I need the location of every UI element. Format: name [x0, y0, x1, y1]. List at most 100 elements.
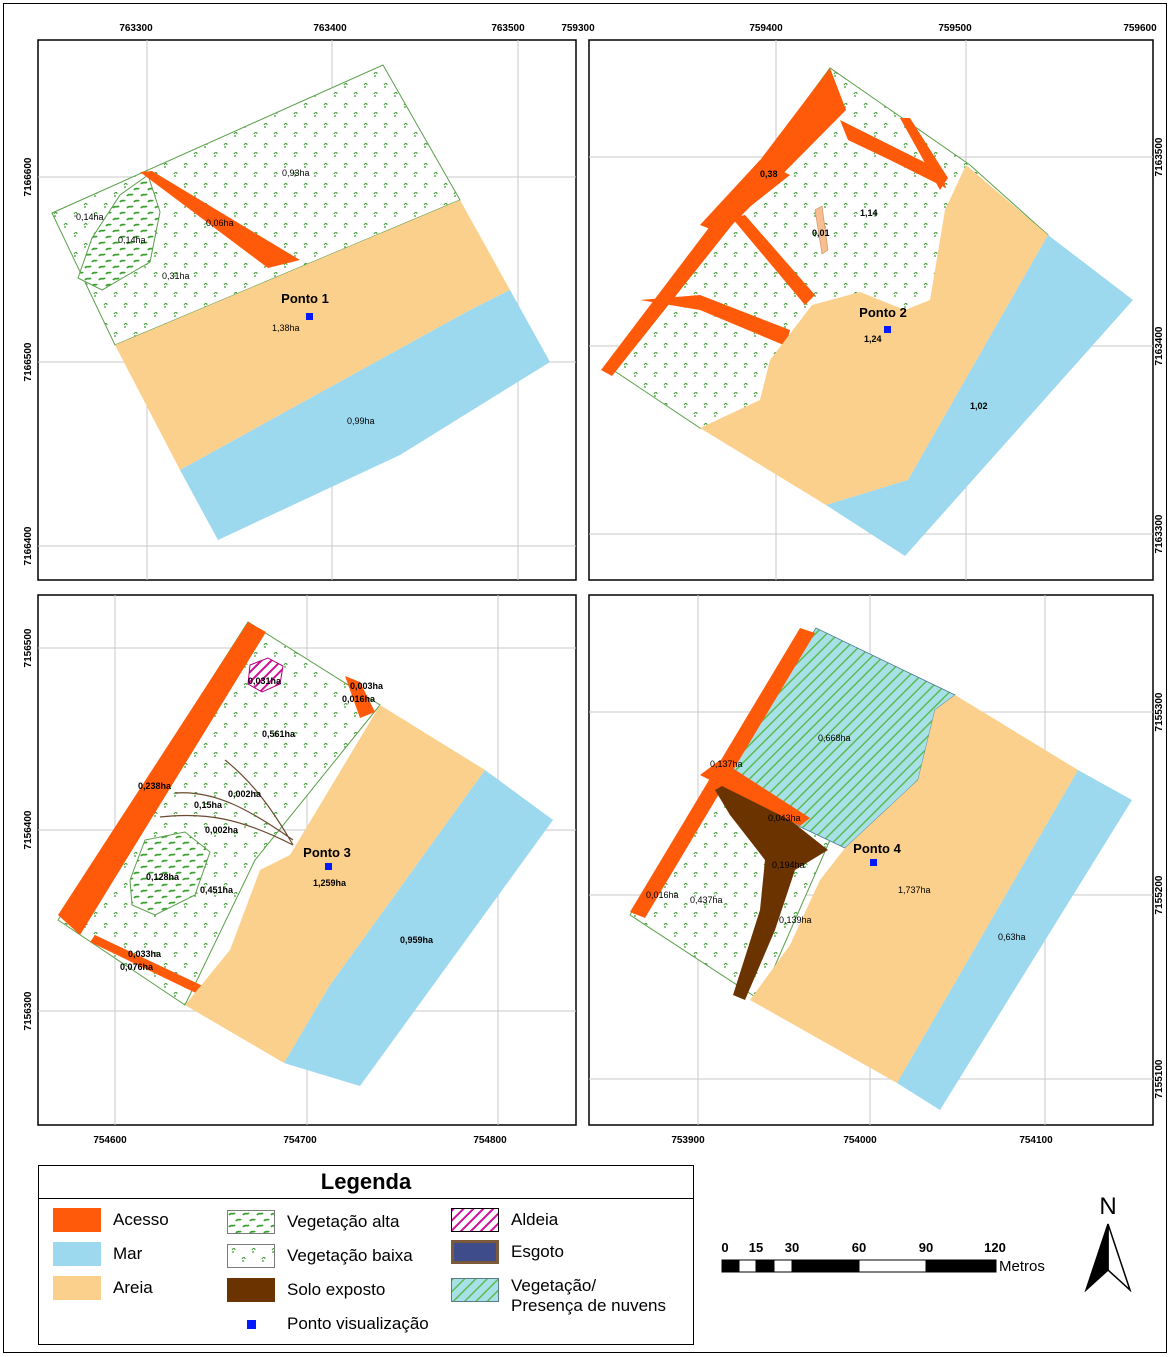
- svg-text:0,959ha: 0,959ha: [400, 935, 434, 945]
- drainage-lines: [159, 759, 294, 846]
- viewpoint-marker: [870, 859, 877, 866]
- legend-label: Acesso: [113, 1210, 169, 1229]
- panel-ponto-3: Ponto 3 0,031ha 0,003ha 0,016ha 0,561ha …: [23, 594, 577, 1146]
- viewpoint-marker: [306, 313, 313, 320]
- scale-segments: [721, 1259, 997, 1273]
- access-road: [90, 935, 205, 995]
- legend-item-acesso: Acesso: [53, 1208, 169, 1232]
- svg-text:0,016ha: 0,016ha: [342, 694, 376, 704]
- svg-text:0,561ha: 0,561ha: [262, 729, 296, 739]
- sand-area: [750, 695, 1078, 1083]
- point-label: Ponto 1: [281, 291, 329, 306]
- svg-text:0,99ha: 0,99ha: [347, 416, 375, 426]
- panel-ponto-1: Ponto 1 0,93ha 0,14ha 0,14ha 0,06ha 0,31…: [23, 23, 577, 581]
- svg-text:0,01: 0,01: [812, 228, 830, 238]
- legend-label-line-1: Vegetação/: [511, 1276, 597, 1295]
- sea-area: [826, 235, 1133, 556]
- svg-text:0,14ha: 0,14ha: [76, 212, 104, 222]
- svg-text:0,033ha: 0,033ha: [128, 949, 162, 959]
- svg-text:0,63ha: 0,63ha: [998, 932, 1026, 942]
- svg-text:759600: 759600: [1123, 23, 1157, 34]
- svg-text:7163400: 7163400: [1154, 326, 1165, 365]
- svg-text:759400: 759400: [749, 23, 783, 34]
- svg-text:0,06ha: 0,06ha: [206, 218, 234, 228]
- svg-text:0,668ha: 0,668ha: [818, 733, 851, 743]
- cloud-vegetation-swatch: [451, 1278, 499, 1302]
- access-road: [700, 760, 810, 826]
- legend: Legenda Acesso Mar Areia Vegetação alta …: [38, 1165, 694, 1345]
- y-tick-labels: 7156500 7156400 7156300: [23, 628, 34, 1030]
- svg-text:0,31ha: 0,31ha: [162, 271, 190, 281]
- access-road: [345, 676, 375, 718]
- svg-text:0,15ha: 0,15ha: [194, 800, 223, 810]
- scale-bar: 0 15 30 60 90 120 Metros: [721, 1240, 1045, 1275]
- sand-area: [115, 200, 510, 470]
- exposed-soil-area: [715, 786, 828, 1000]
- area-labels: 0,031ha 0,003ha 0,016ha 0,561ha 0,238ha …: [120, 676, 434, 972]
- sand-patch: [814, 205, 829, 255]
- svg-text:0,238ha: 0,238ha: [138, 781, 172, 791]
- legend-swatch: [53, 1276, 101, 1300]
- legend-swatch: [227, 1278, 275, 1302]
- x-tick-labels: 753900 754000 754100: [671, 1135, 1053, 1146]
- access-road: [700, 160, 790, 232]
- legend-label: Aldeia: [511, 1210, 559, 1229]
- legend-item-ponto-visualizacao: Ponto visualização: [227, 1312, 429, 1336]
- legend-item-solo-exposto: Solo exposto: [227, 1278, 385, 1302]
- access-road: [140, 171, 300, 268]
- svg-text:7163300: 7163300: [1154, 514, 1165, 553]
- svg-text:1,737ha: 1,737ha: [898, 885, 931, 895]
- svg-text:0,043ha: 0,043ha: [768, 813, 801, 823]
- legend-item-mar: Mar: [53, 1242, 142, 1266]
- legend-label: Vegetação baixa: [287, 1246, 413, 1265]
- svg-text:1,38ha: 1,38ha: [272, 323, 300, 333]
- svg-text:7156400: 7156400: [23, 810, 34, 849]
- svg-text:0,128ha: 0,128ha: [146, 872, 180, 882]
- legend-label: Esgoto: [511, 1242, 564, 1261]
- svg-text:763300: 763300: [119, 23, 153, 34]
- y-tick-labels: 7163500 7163400 7163300: [1154, 137, 1165, 553]
- scale-tick-labels: 0 15 30 60 90 120: [721, 1240, 1005, 1255]
- scale-unit: Metros: [999, 1258, 1045, 1275]
- legend-label: Vegetação/ Presença de nuvens: [511, 1276, 666, 1316]
- svg-text:754600: 754600: [93, 1135, 127, 1146]
- svg-text:754100: 754100: [1019, 1135, 1053, 1146]
- svg-text:1,259ha: 1,259ha: [313, 878, 347, 888]
- map-frame: [3, 3, 1167, 1353]
- x-tick-labels: 759300 759400 759500 759600: [561, 23, 1157, 34]
- svg-text:0,451ha: 0,451ha: [200, 885, 234, 895]
- svg-text:7155100: 7155100: [1154, 1059, 1165, 1098]
- svg-text:759500: 759500: [938, 23, 972, 34]
- village-swatch: [451, 1208, 499, 1232]
- svg-text:7155300: 7155300: [1154, 692, 1165, 731]
- viewpoint-marker: [325, 863, 332, 870]
- high-vegetation-swatch: [227, 1210, 275, 1234]
- sea-area: [897, 770, 1132, 1110]
- sand-area: [700, 165, 1048, 505]
- svg-text:0,002ha: 0,002ha: [228, 789, 262, 799]
- legend-label: Areia: [113, 1278, 153, 1297]
- point-label: Ponto 4: [853, 841, 901, 856]
- svg-text:0,076ha: 0,076ha: [120, 962, 154, 972]
- viewpoint-marker: [884, 326, 891, 333]
- access-road: [640, 295, 790, 346]
- x-tick-labels: 754600 754700 754800: [93, 1135, 507, 1146]
- svg-text:7156300: 7156300: [23, 991, 34, 1030]
- legend-swatch: [53, 1208, 101, 1232]
- legend-swatch: [53, 1242, 101, 1266]
- svg-text:763400: 763400: [313, 23, 347, 34]
- svg-text:0,137ha: 0,137ha: [710, 759, 743, 769]
- north-label: N: [1099, 1193, 1116, 1220]
- vegetation-high-area: [129, 831, 211, 916]
- svg-text:1,24: 1,24: [864, 334, 882, 344]
- low-vegetation-swatch: [227, 1244, 275, 1268]
- svg-text:60: 60: [852, 1240, 866, 1255]
- x-tick-labels: 763300 763400 763500: [119, 23, 525, 34]
- y-tick-labels: 7155300 7155200 7155100: [1154, 692, 1165, 1098]
- area-labels: 0,38 1,14 0,01 1,24 1,02: [760, 169, 988, 411]
- area-labels: 0,668ha 0,137ha 0,043ha 0,194ha 0,016ha …: [646, 733, 1026, 942]
- svg-text:0: 0: [721, 1240, 728, 1255]
- svg-text:754000: 754000: [843, 1135, 877, 1146]
- access-road: [58, 622, 266, 935]
- legend-label-line-2: Presença de nuvens: [511, 1296, 666, 1315]
